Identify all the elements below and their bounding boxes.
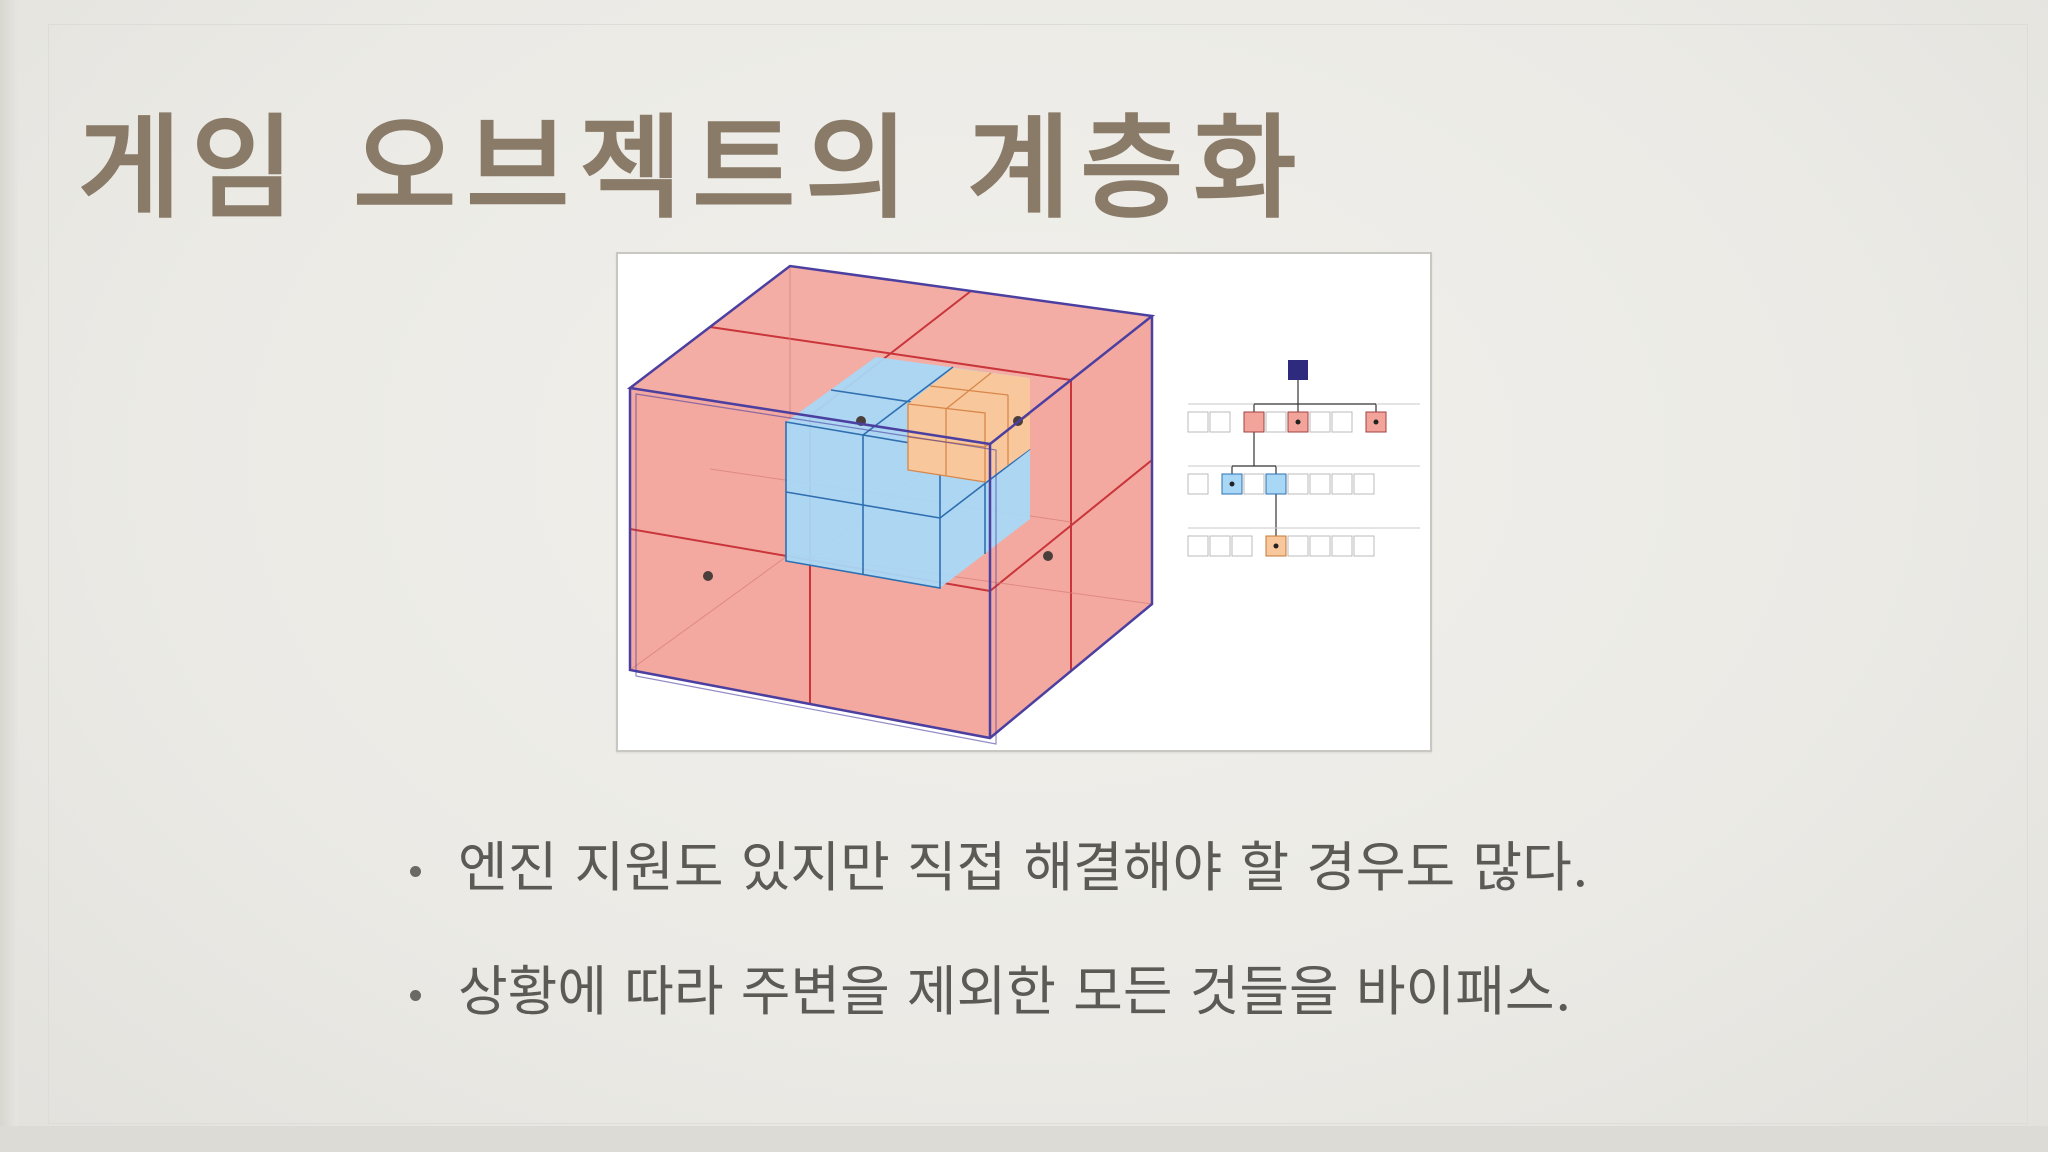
- tree-root-node: [1288, 360, 1308, 380]
- octree-cube: [626, 264, 1156, 745]
- tree-level-3: [1187, 535, 1375, 557]
- slide-bottom-band: [0, 1126, 2048, 1152]
- cube-outline: [626, 264, 1156, 745]
- slide-frame: [48, 24, 2028, 1124]
- bullet-dot-icon: [410, 866, 421, 877]
- slide-title: 게임 오브젝트의 계층화: [78, 104, 1307, 234]
- bullet-dot-icon: [410, 990, 421, 1001]
- octree-figure: [616, 252, 1432, 752]
- octree-tree: [1187, 360, 1420, 557]
- bullet-item: 엔진 지원도 있지만 직접 해결해야 할 경우도 많다.: [410, 832, 1910, 956]
- tree-level-2: [1187, 473, 1375, 495]
- bullet-text: 엔진 지원도 있지만 직접 해결해야 할 경우도 많다.: [458, 836, 1589, 899]
- bullet-item: 상황에 따라 주변을 제외한 모든 것들을 바이패스.: [410, 956, 1910, 1080]
- slide-left-edge: [0, 0, 18, 1152]
- bullet-list: 엔진 지원도 있지만 직접 해결해야 할 경우도 많다. 상황에 따라 주변을 …: [410, 832, 1910, 1080]
- tree-level-1: [1187, 411, 1387, 433]
- octree-diagram: [626, 264, 1420, 745]
- bullet-text: 상황에 따라 주변을 제외한 모든 것들을 바이패스.: [458, 960, 1572, 1023]
